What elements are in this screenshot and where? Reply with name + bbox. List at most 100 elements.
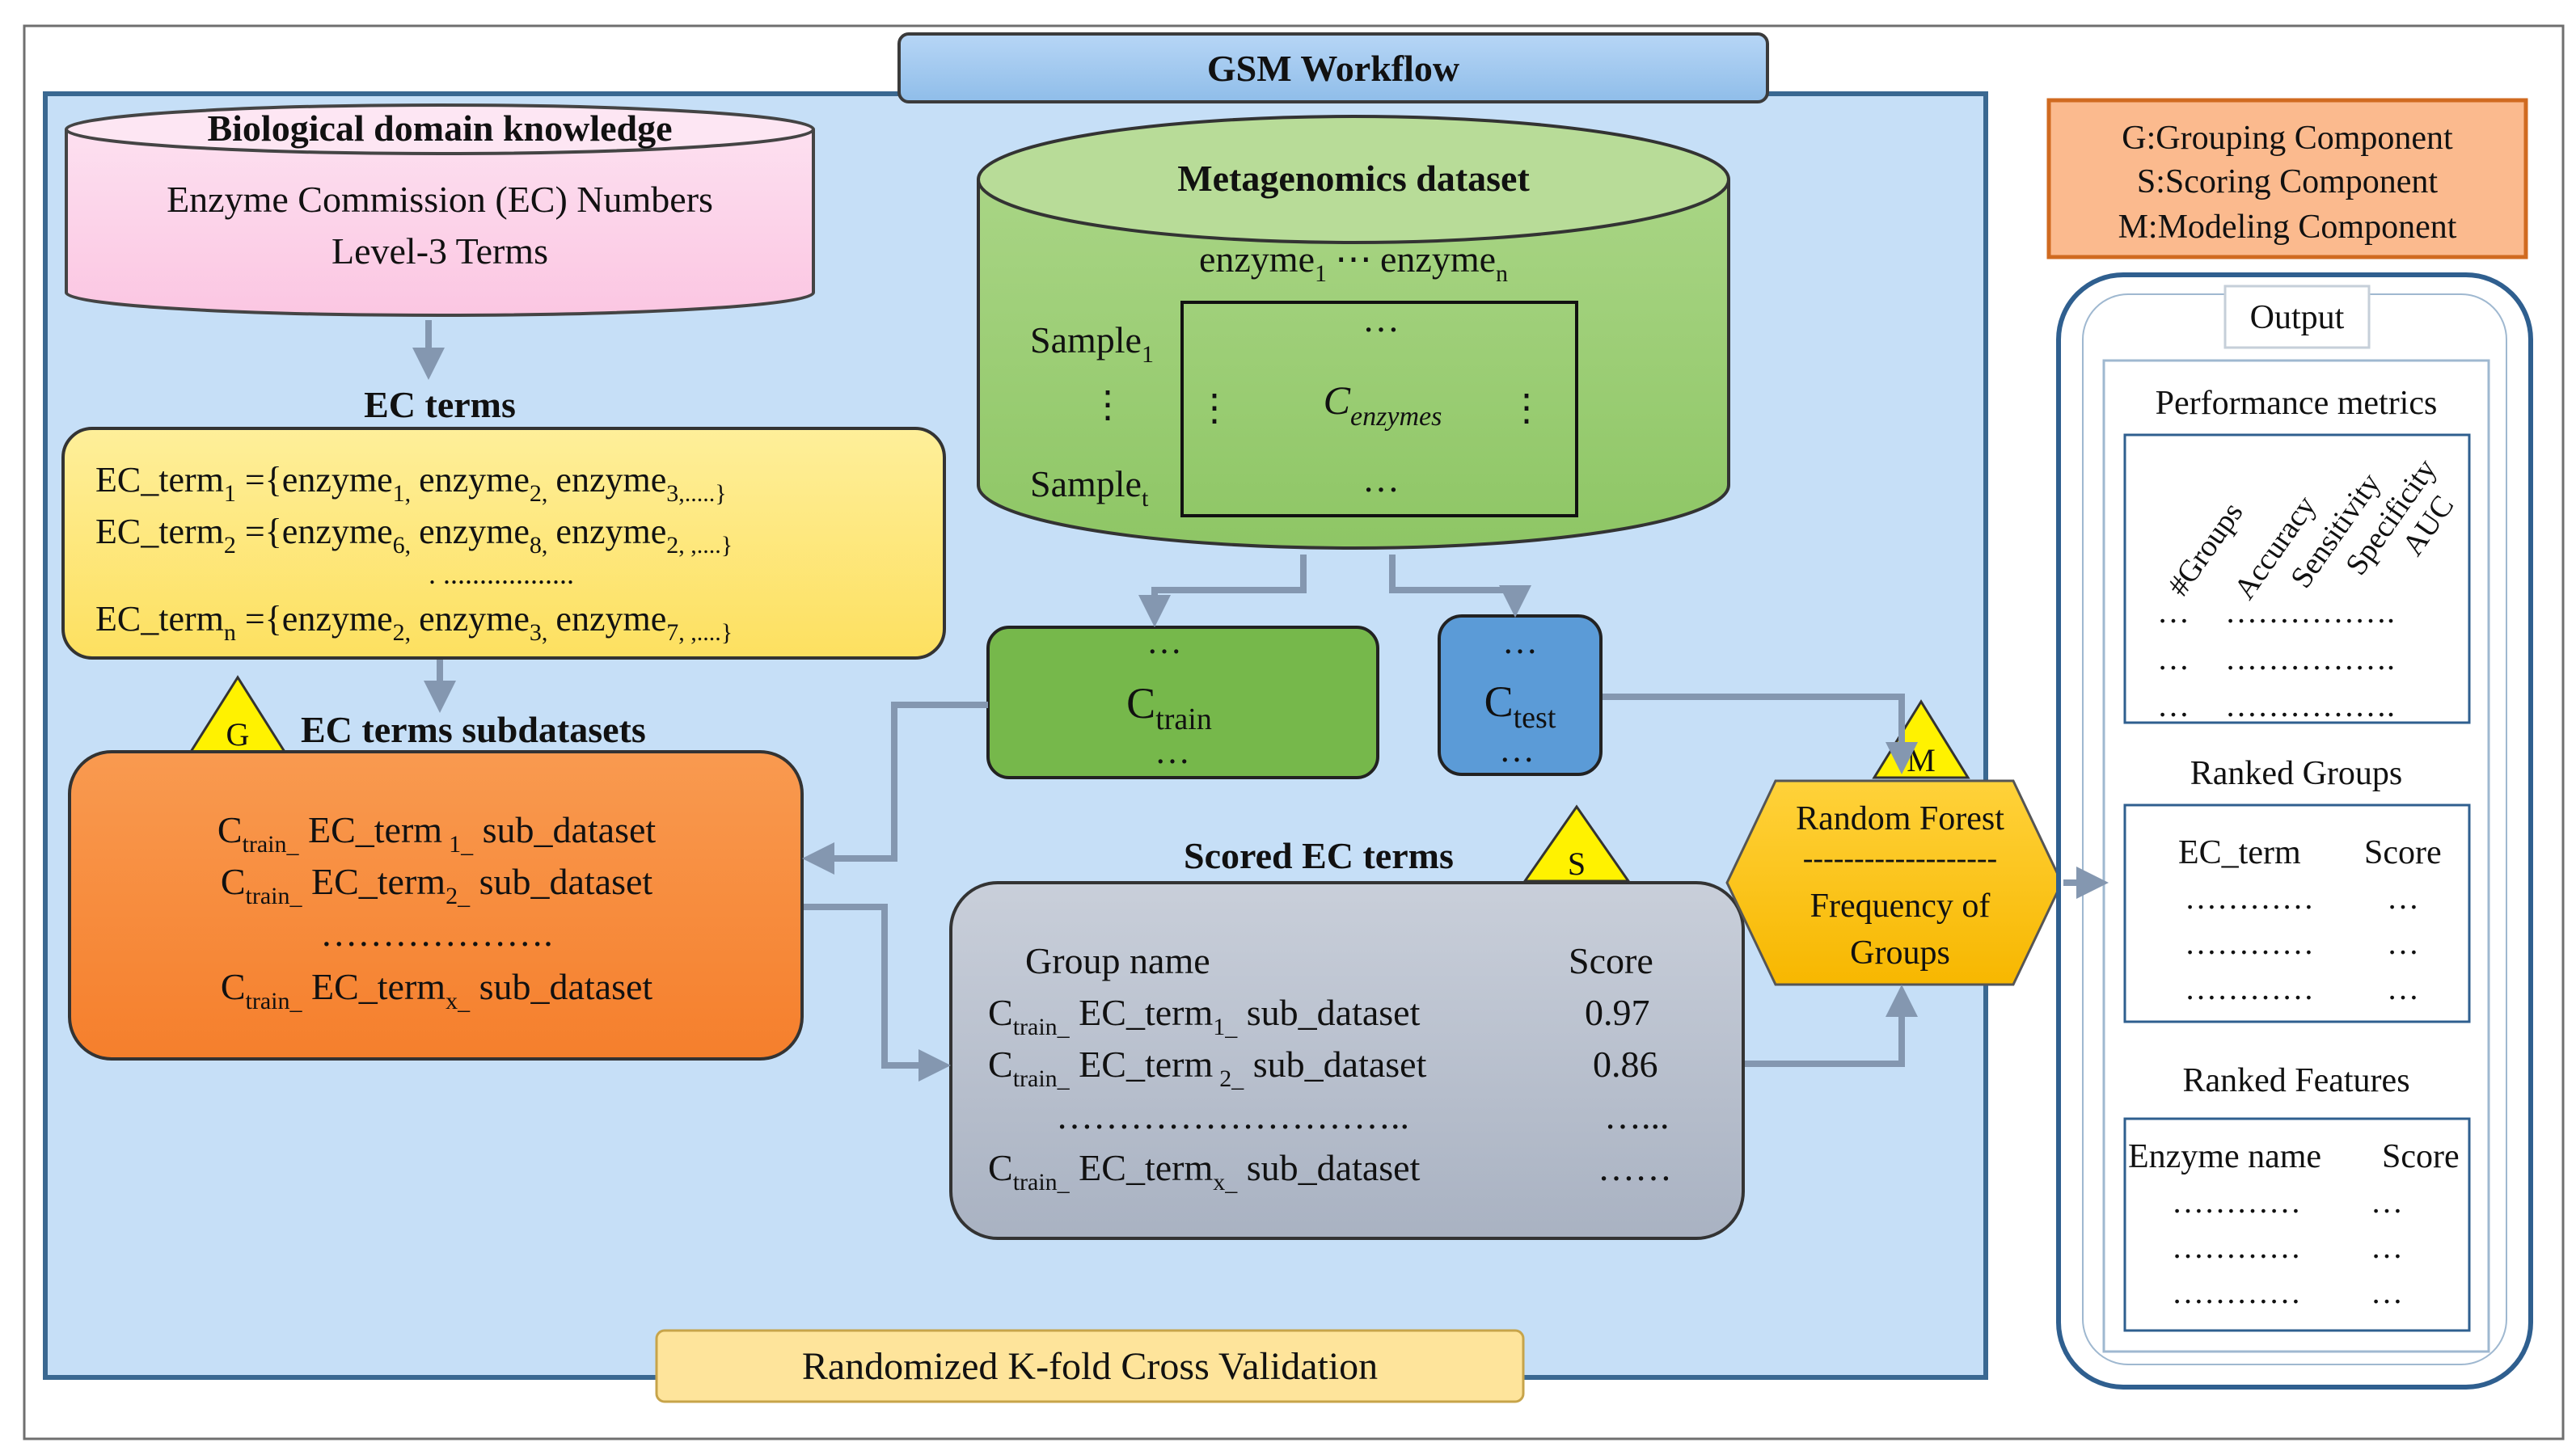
performance-table [2123,433,2471,724]
ec-terms-box: EC_term1 ={enzyme1,enzyme2,enzyme3,.....… [61,427,946,660]
svg-text:…………….: ……………. [2225,687,2395,723]
svg-text:…………: ………… [2185,925,2314,961]
sample-1-label: Sample1 [1030,319,1154,368]
frequency-label: Frequency of [1810,888,1991,925]
matrix-left-vdots: ⋮ [1196,387,1233,428]
metagenomics-title: Metagenomics dataset [1177,158,1530,199]
arrow-test-to-model [1603,694,1918,774]
c-test-box: … Ctest … [1438,614,1603,776]
c-train-box: … Ctrain … [986,622,1379,779]
workflow-title-box: GSM Workflow [897,32,1769,103]
metagenomics-cylinder: Metagenomics dataset enzyme1⋯enzymen … …… [977,115,1730,550]
scored-box: Group name Score Ctrain_ EC_term1_ sub_d… [949,881,1745,1240]
svg-text:…: … [2157,640,2190,677]
output-title: Output [2250,299,2345,336]
arrow-dataset-to-train [1138,555,1307,627]
svg-text:S: S [1568,846,1586,882]
model-hexagon: Random Forest ------------------- Freque… [1725,779,2063,986]
matrix-top-dots: … [1362,298,1400,340]
sample-vdots: ⋮ [1089,384,1126,425]
model-divider: ------------------- [1803,841,1997,875]
svg-text:…………….: ……………. [2225,640,2395,677]
level3-terms-label: Level-3 Terms [332,230,548,272]
output-inner-frame [2102,359,2490,1353]
svg-text:…: … [1147,622,1182,661]
matrix-label: Cenzymes [1324,377,1442,432]
svg-text:…: … [2387,925,2419,961]
enzyme-header-row: enzyme1⋯enzymen [1199,238,1508,287]
svg-text:M: M [1907,742,1936,778]
subdataset-row-x: Ctrain_ EC_termx_ sub_dataset [221,966,653,1014]
output-title-box [2223,285,2371,349]
performance-title: Performance metrics [2156,385,2438,422]
ec-term-row-n: EC_termn ={enzyme2,enzyme3,enzyme7, ,...… [95,599,733,646]
grouping-badge: G [188,675,287,753]
arrow-dataset-to-test [1389,555,1531,618]
matrix-bottom-dots: … [1362,458,1400,500]
ec-terms-title: EC terms [364,384,516,425]
svg-text:…: … [2157,593,2190,630]
svg-text:Ctrain: Ctrain [1126,679,1212,736]
biological-knowledge-title: Biological domain knowledge [207,108,672,149]
workflow-title: GSM Workflow [1207,48,1459,89]
scored-header-name: Group name [1025,940,1210,981]
svg-text:Ctest: Ctest [1484,677,1556,735]
connectors [412,320,2109,1082]
ranked-features-title: Ranked Features [2182,1062,2409,1099]
ranked-features-table [2123,1117,2471,1332]
rf-col-score: Score [2382,1138,2460,1175]
svg-text:…: … [1499,730,1535,770]
ec-term-row-2: EC_term2 ={enzyme6,enzyme8,enzyme2, ,...… [95,512,733,559]
svg-text:…: … [2371,1274,2403,1310]
rg-col-ec-term: EC_term [2178,834,2301,871]
cross-validation-label: Randomized K-fold Cross Validation [802,1345,1378,1388]
scored-row-1: Ctrain_ EC_term1_ sub_dataset [988,992,1421,1040]
output-panel: Output Performance metrics #Groups Accur… [2056,272,2533,1390]
groups-label: Groups [1850,934,1950,972]
arrow-subdatasets-to-scored [804,904,951,1082]
svg-text:…………: ………… [2172,1183,2301,1220]
svg-text:…: … [2371,1229,2403,1265]
ec-term-row-1: EC_term1 ={enzyme1,enzyme2,enzyme3,.....… [95,460,727,507]
scored-row-x: Ctrain_ EC_termx_ sub_dataset [988,1147,1421,1196]
legend-modeling: M:Modeling Component [2118,209,2457,246]
arrow-train-to-subdatasets [802,702,988,875]
arrow-scored-to-model [1745,985,1918,1067]
scored-row-2-score: 0.86 [1593,1044,1658,1085]
ranked-groups-table [2123,803,2471,1023]
subdataset-dots: ………………. [320,913,553,954]
enzyme-matrix [1180,301,1578,517]
svg-text:G: G [226,716,250,753]
scored-row-x-score: …… [1598,1147,1672,1188]
scored-title: Scored EC terms [1184,835,1454,876]
scored-row-1-score: 0.97 [1585,992,1650,1033]
svg-text:…………: ………… [2172,1274,2301,1310]
scored-header-score: Score [1569,940,1653,981]
subdatasets-title: EC terms subdatasets [301,709,646,750]
rf-col-enzyme-name: Enzyme name [2128,1138,2321,1175]
svg-text:…: … [2157,687,2190,723]
ranked-groups-title: Ranked Groups [2190,755,2402,792]
svg-text:…: … [2387,970,2419,1006]
biological-knowledge-cylinder: Biological domain knowledge Enzyme Commi… [65,103,815,317]
scored-dots-score: …... [1604,1095,1670,1137]
ec-numbers-label: Enzyme Commission (EC) Numbers [167,179,713,220]
component-legend: G:Grouping Component S:Scoring Component… [2046,98,2528,259]
svg-text:…………….: ……………. [2225,593,2395,630]
scored-dots: ……………………….. [1056,1095,1409,1137]
svg-text:…………: ………… [2185,970,2314,1006]
svg-text:…: … [1155,732,1190,771]
ec-term-dots: . .................. [429,558,574,590]
random-forest-label: Random Forest [1796,800,2004,837]
svg-text:…: … [2371,1183,2403,1220]
legend-scoring: S:Scoring Component [2137,163,2439,200]
matrix-right-vdots: ⋮ [1508,387,1545,428]
svg-text:…………: ………… [2172,1229,2301,1265]
sample-t-label: Samplet [1030,463,1149,512]
legend-grouping: G:Grouping Component [2122,120,2453,157]
svg-text:…………: ………… [2185,879,2314,916]
